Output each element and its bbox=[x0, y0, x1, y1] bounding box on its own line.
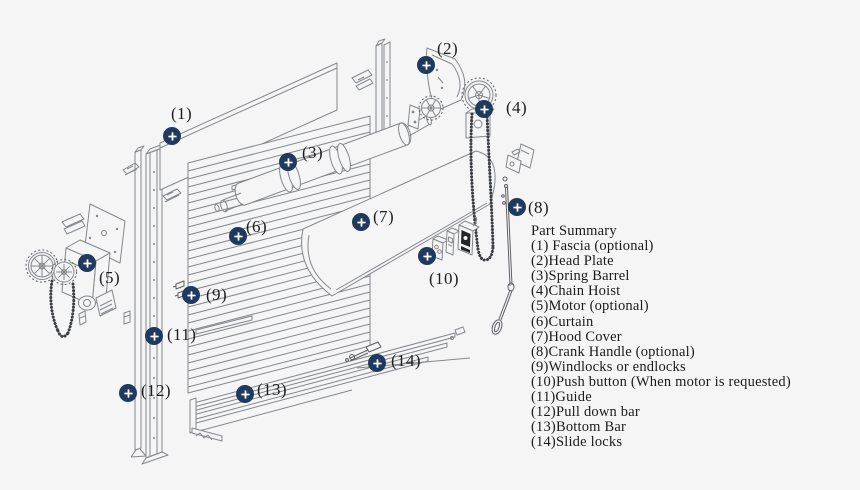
part-marker-label-10: (10) bbox=[429, 269, 459, 288]
part-marker-label-2: (2) bbox=[437, 39, 459, 58]
chain-hoist-drawing bbox=[461, 77, 497, 262]
legend-title: Part Summary bbox=[531, 223, 617, 239]
legend-item-8: (8)Crank Handle (optional) bbox=[531, 343, 695, 360]
plus-icon bbox=[123, 388, 133, 398]
part-marker-label-9: (9) bbox=[206, 285, 228, 304]
plus-icon bbox=[356, 217, 366, 227]
plus-icon bbox=[82, 258, 92, 268]
part-marker-2[interactable] bbox=[417, 56, 435, 74]
legend-item-13: (13)Bottom Bar bbox=[531, 419, 627, 436]
legend-item-7: (7)Hood Cover bbox=[531, 328, 622, 345]
plus-icon bbox=[421, 60, 431, 70]
hood-cover-drawing bbox=[301, 150, 496, 297]
part-marker-label-1: (1) bbox=[171, 104, 193, 123]
legend-item-9: (9)Windlocks or endlocks bbox=[531, 358, 686, 375]
part-marker-label-14: (14) bbox=[391, 351, 421, 370]
legend-item-12: (12)Pull down bar bbox=[531, 404, 640, 421]
part-marker-9[interactable] bbox=[182, 286, 200, 304]
fascia-drawing bbox=[159, 62, 338, 191]
part-marker-3[interactable] bbox=[279, 153, 297, 171]
part-marker-11[interactable] bbox=[145, 327, 163, 345]
legend-item-2: (2)Head Plate bbox=[531, 253, 614, 270]
part-marker-4[interactable] bbox=[475, 100, 493, 118]
legend-item-11: (11)Guide bbox=[531, 389, 592, 406]
legend-items: (1) Fascia (optional)(2)Head Plate(3)Spr… bbox=[531, 238, 791, 451]
legend-item-14: (14)Slide locks bbox=[531, 434, 623, 451]
part-summary-legend: Part Summary (1) Fascia (optional)(2)Hea… bbox=[531, 223, 791, 451]
legend-item-1: (1) Fascia (optional) bbox=[531, 238, 654, 255]
part-marker-6[interactable] bbox=[229, 227, 247, 245]
part-marker-label-13: (13) bbox=[257, 380, 287, 399]
legend-item-10: (10)Push button (When motor is requested… bbox=[531, 373, 791, 390]
part-marker-label-8: (8) bbox=[528, 198, 550, 217]
plus-icon bbox=[283, 157, 293, 167]
part-marker-label-12: (12) bbox=[141, 381, 171, 400]
push-button-drawing bbox=[431, 216, 480, 261]
sprocket-drawing bbox=[418, 95, 444, 121]
plus-icon bbox=[186, 290, 196, 300]
part-marker-label-6: (6) bbox=[246, 217, 268, 236]
part-marker-label-4: (4) bbox=[506, 98, 528, 117]
part-marker-label-11: (11) bbox=[167, 325, 197, 344]
plus-icon bbox=[167, 131, 177, 141]
part-marker-1[interactable] bbox=[163, 127, 181, 145]
part-marker-8[interactable] bbox=[508, 198, 526, 216]
plus-icon bbox=[372, 358, 382, 368]
part-marker-13[interactable] bbox=[236, 385, 254, 403]
plus-icon bbox=[149, 331, 159, 341]
part-marker-7[interactable] bbox=[352, 213, 370, 231]
plus-icon bbox=[479, 104, 489, 114]
legend-item-3: (3)Spring Barrel bbox=[531, 268, 630, 285]
legend-item-6: (6)Curtain bbox=[531, 313, 594, 330]
plus-icon bbox=[240, 389, 250, 399]
legend-item-4: (4)Chain Hoist bbox=[531, 283, 621, 300]
part-marker-label-7: (7) bbox=[373, 207, 395, 226]
part-marker-10[interactable] bbox=[418, 247, 436, 265]
part-marker-label-3: (3) bbox=[302, 143, 324, 162]
plus-icon bbox=[422, 251, 432, 261]
legend-item-5: (5)Motor (optional) bbox=[531, 298, 649, 315]
part-marker-12[interactable] bbox=[119, 384, 137, 402]
part-marker-5[interactable] bbox=[78, 254, 96, 272]
guide-left-drawing bbox=[122, 142, 182, 465]
part-marker-label-5: (5) bbox=[99, 268, 121, 287]
slide-lock-drawing bbox=[345, 341, 382, 362]
plus-icon bbox=[233, 231, 243, 241]
part-marker-14[interactable] bbox=[368, 354, 386, 372]
crank-handle-drawing bbox=[491, 143, 535, 335]
bearing-bracket-drawing bbox=[407, 104, 421, 130]
pull-down-bar-drawing bbox=[130, 145, 147, 458]
plus-icon bbox=[512, 202, 522, 212]
